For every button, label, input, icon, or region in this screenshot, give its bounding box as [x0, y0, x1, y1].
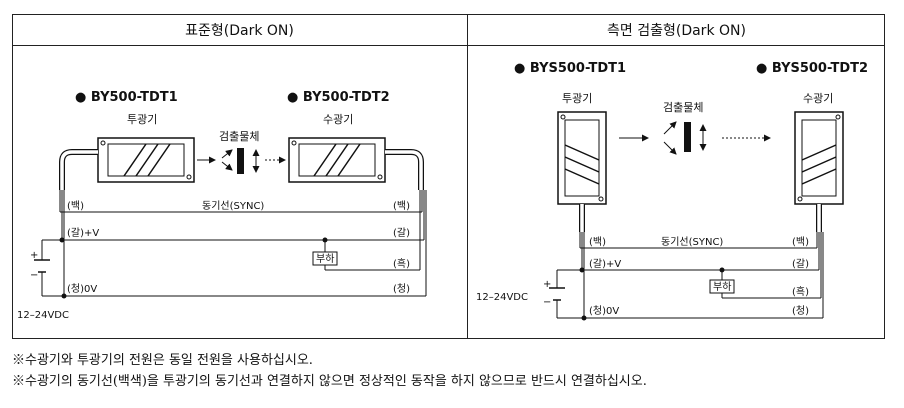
side-load-label: 부하	[713, 280, 731, 293]
std-supply-plus: +	[30, 250, 38, 261]
note-sync-wire-connection: ※수광기의 동기선(백색)을 투광기의 동기선과 연결하지 않으면 정상적인 동…	[12, 374, 647, 389]
std-wire-white-left: (백)	[67, 200, 84, 212]
std-receiver-sensor	[288, 137, 386, 183]
std-wire-blue-right: (청)	[393, 283, 410, 295]
note-same-power-supply: ※수광기와 투광기의 전원은 동일 전원을 사용하십시오.	[12, 353, 313, 368]
side-cables	[579, 204, 822, 232]
side-supply-label: 12–24VDC	[476, 292, 528, 303]
std-wire-white-right: (백)	[393, 200, 410, 212]
side-wire-brown-right: (갈)	[792, 257, 809, 270]
std-load-label: 부하	[316, 252, 334, 265]
side-wire-blue-left: (청)0V	[589, 305, 619, 317]
std-wire-black-right: (흑)	[393, 257, 410, 270]
side-type-header: 측면 검출형(Dark ON)	[607, 23, 746, 39]
std-wire-blue-left: (청)0V	[67, 283, 97, 295]
side-receiver-model: ● BYS500-TDT2	[756, 61, 868, 76]
side-supply-plus: +	[543, 279, 551, 290]
side-wire-blue-right: (청)	[792, 305, 809, 317]
std-supply-label: 12–24VDC	[17, 310, 69, 321]
std-emitter-label: 투광기	[127, 113, 157, 126]
side-sync-label: 동기선(SYNC)	[661, 236, 723, 248]
side-wiring	[549, 232, 824, 319]
side-load-box	[709, 279, 735, 294]
std-wiring	[34, 190, 427, 297]
side-junction-load	[719, 267, 725, 273]
side-wire-white-left: (백)	[589, 236, 606, 248]
std-wire-brown-left: (갈)+V	[67, 226, 99, 239]
std-receiver-label: 수광기	[323, 113, 353, 126]
side-junction-brown	[579, 267, 585, 273]
std-target-object	[197, 148, 286, 174]
side-wire-black-right: (흑)	[792, 285, 809, 298]
side-emitter-sensor	[557, 111, 607, 205]
std-emitter-sensor	[97, 137, 195, 183]
std-supply-minus: −	[30, 270, 38, 281]
side-emitter-label: 투광기	[562, 92, 592, 105]
std-target-label: 검출물체	[219, 130, 259, 143]
panel-divider	[467, 14, 468, 339]
side-emitter-model: ● BYS500-TDT1	[514, 61, 626, 76]
std-load-box	[312, 251, 338, 266]
std-junction-blue	[61, 293, 67, 299]
side-type-panel: ● BYS500-TDT1 ● BYS500-TDT2 투광기 수광기 검출물체	[476, 61, 868, 321]
side-receiver-label: 수광기	[803, 92, 833, 105]
wiring-diagram: ● BY500-TDT1 ● BY500-TDT2 투광기 수광기 검출물체	[17, 61, 868, 321]
side-target-object	[619, 121, 771, 155]
standard-type-header: 표준형(Dark ON)	[185, 23, 294, 39]
side-receiver-sensor	[794, 111, 844, 205]
side-target-label: 검출물체	[663, 101, 703, 114]
std-junction-load	[322, 237, 328, 243]
side-supply-minus: −	[543, 297, 551, 308]
diagram-frame	[12, 14, 885, 339]
std-wire-brown-right: (갈)	[393, 226, 410, 239]
side-wire-white-right: (백)	[792, 236, 809, 248]
std-sync-label: 동기선(SYNC)	[202, 200, 264, 212]
header-divider	[12, 45, 885, 46]
side-wire-brown-left: (갈)+V	[589, 257, 621, 270]
std-emitter-model: ● BY500-TDT1	[75, 90, 178, 105]
side-junction-blue	[581, 315, 587, 321]
std-junction-brown	[59, 237, 65, 243]
std-cables	[59, 149, 424, 190]
std-receiver-model: ● BY500-TDT2	[287, 90, 390, 105]
standard-type-panel: ● BY500-TDT1 ● BY500-TDT2 투광기 수광기 검출물체	[17, 90, 427, 321]
